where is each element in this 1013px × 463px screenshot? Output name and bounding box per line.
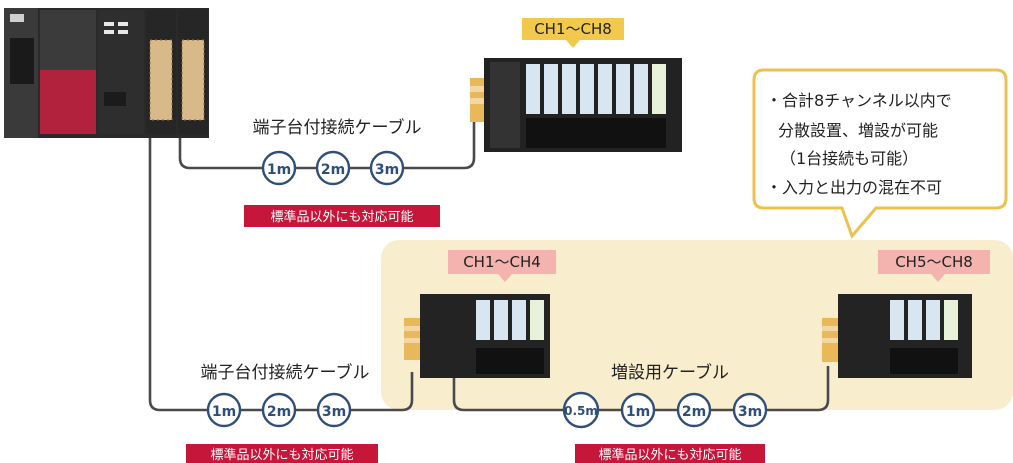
callout-line-3: （1台接続も可能） — [780, 149, 918, 168]
top-cable-label: 端子台付接続ケーブル — [253, 117, 422, 138]
extension-cable-label: 増設用ケーブル — [611, 362, 729, 383]
extension-length-3m: 3m — [738, 404, 762, 420]
bottom-length-1m: 1m — [212, 404, 236, 420]
bottom-badge: 標準品以外にも対応可能 — [186, 444, 378, 463]
bottom-length-1m-circle — [206, 392, 242, 428]
callout-line-2: 分散設置、増設が可能 — [778, 121, 938, 140]
extension-length-3m-circle — [732, 392, 768, 428]
callout-line-4: ・入力と出力の混在不可 — [766, 178, 942, 197]
top-length-1m-circle — [261, 150, 297, 186]
top-length-1m: 1m — [267, 162, 291, 178]
plc-unit-image — [4, 8, 209, 138]
channel-tag-left-text: CH1～CH4 — [463, 253, 541, 271]
callout-line-1: ・合計8チャンネル以内で — [766, 91, 952, 110]
extension-length-05m-circle — [562, 391, 600, 429]
bottom-badge-text: 標準品以外にも対応可能 — [210, 447, 353, 463]
bottom-length-2m: 2m — [267, 404, 291, 420]
extension-length-options: 0.5m 1m 2m 3m — [562, 391, 768, 429]
extension-length-1m: 1m — [626, 404, 650, 420]
bottom-length-options: 1m 2m 3m — [206, 392, 352, 428]
extension-length-05m: 0.5m — [564, 404, 598, 418]
top-badge: 標準品以外にも対応可能 — [244, 205, 440, 227]
channel-tag-right: CH5～CH8 — [878, 250, 990, 282]
bottom-length-3m-circle — [316, 392, 352, 428]
extension-badge: 標準品以外にも対応可能 — [575, 444, 765, 463]
top-badge-text: 標準品以外にも対応可能 — [270, 209, 413, 225]
top-length-2m: 2m — [321, 162, 345, 178]
top-length-options: 1m 2m 3m — [261, 150, 405, 186]
bottom-cable-label: 端子台付接続ケーブル — [201, 362, 370, 383]
channel-tag-top: CH1～CH8 — [522, 18, 624, 48]
top-length-3m: 3m — [375, 162, 399, 178]
extension-length-2m: 2m — [682, 404, 706, 420]
channel-tag-top-text: CH1～CH8 — [534, 20, 612, 38]
extension-length-2m-circle — [676, 392, 712, 428]
terminal-block-4ch-right-image — [822, 294, 972, 378]
terminal-block-8ch-image — [470, 58, 682, 152]
extension-badge-text: 標準品以外にも対応可能 — [598, 447, 741, 463]
top-length-3m-circle — [369, 150, 405, 186]
callout-bubble: ・合計8チャンネル以内で 分散設置、増設が可能 （1台接続も可能） ・入力と出力… — [752, 68, 1008, 239]
top-length-2m-circle — [315, 150, 351, 186]
bottom-length-2m-circle — [261, 392, 297, 428]
bottom-length-3m: 3m — [322, 404, 346, 420]
channel-tag-right-text: CH5～CH8 — [895, 253, 973, 271]
extension-length-1m-circle — [620, 392, 656, 428]
terminal-block-4ch-left-image — [404, 294, 550, 378]
channel-tag-left: CH1～CH4 — [448, 250, 556, 282]
